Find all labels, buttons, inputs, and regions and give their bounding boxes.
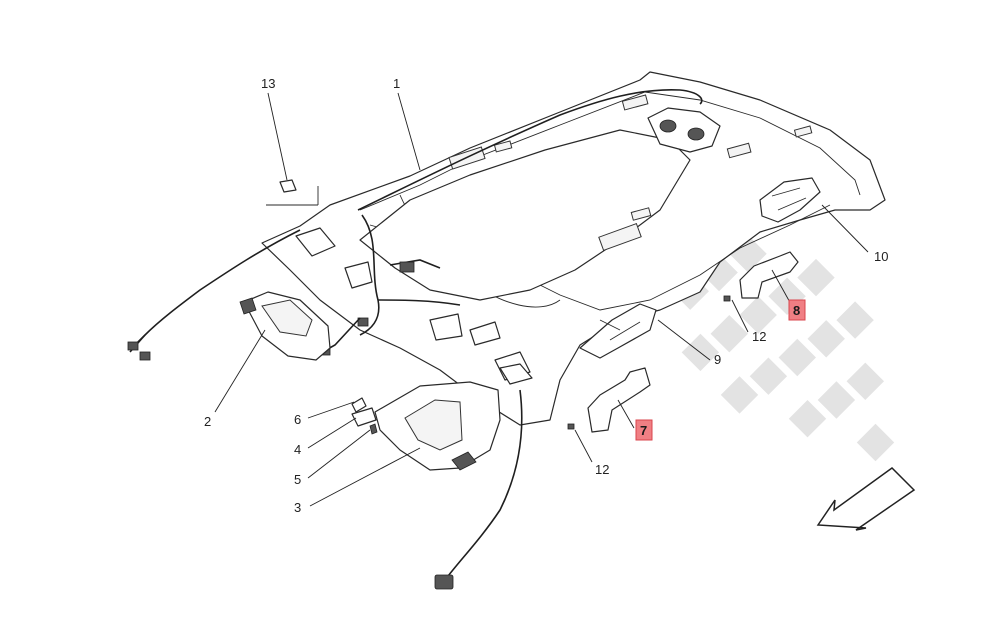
watermark-tile xyxy=(836,301,874,339)
watermark-tile xyxy=(788,400,827,438)
clip-13 xyxy=(266,179,319,206)
visor-clip-assembly xyxy=(351,397,378,435)
sun-visor-right xyxy=(374,381,501,471)
callout-5: 5 xyxy=(294,472,301,487)
bracket-rear xyxy=(759,177,821,223)
callout-13: 13 xyxy=(261,76,275,91)
callout-10: 10 xyxy=(874,249,888,264)
watermark-tile xyxy=(710,315,748,353)
wiring-harness xyxy=(127,88,703,590)
callout-6: 6 xyxy=(294,412,301,427)
callout-9: 9 xyxy=(714,352,721,367)
callout-labels: 1 2 3 4 5 6 7 8 9 10 12 12 13 xyxy=(204,76,888,515)
checkered-flag-watermark xyxy=(661,211,895,462)
watermark-tile xyxy=(739,296,777,334)
watermark-tile xyxy=(749,357,788,395)
headliner-panel xyxy=(261,71,886,426)
watermark-tile xyxy=(856,423,895,462)
callout-7: 7 xyxy=(640,423,647,438)
watermark-tile xyxy=(846,362,884,400)
callout-2: 2 xyxy=(204,414,211,429)
callout-3: 3 xyxy=(294,500,301,515)
watermark-tile xyxy=(700,253,738,292)
watermark-tile xyxy=(720,376,759,414)
grab-handle-front xyxy=(567,367,651,433)
watermark-tile xyxy=(817,381,856,419)
watermark-tile xyxy=(797,258,835,297)
callout-1: 1 xyxy=(393,76,400,91)
watermark-tile xyxy=(807,320,845,358)
callout-12-rear: 12 xyxy=(752,329,766,344)
front-direction-arrow-icon xyxy=(816,467,916,531)
grab-handle-rear xyxy=(723,251,799,302)
sun-visor-left xyxy=(239,291,331,361)
callout-8-highlight xyxy=(788,299,806,321)
watermark-tile xyxy=(778,338,816,377)
callout-7-highlight xyxy=(635,419,653,441)
callout-12-front: 12 xyxy=(595,462,609,477)
bracket-front xyxy=(579,303,657,359)
callout-8: 8 xyxy=(793,303,800,318)
callout-4: 4 xyxy=(294,442,301,457)
